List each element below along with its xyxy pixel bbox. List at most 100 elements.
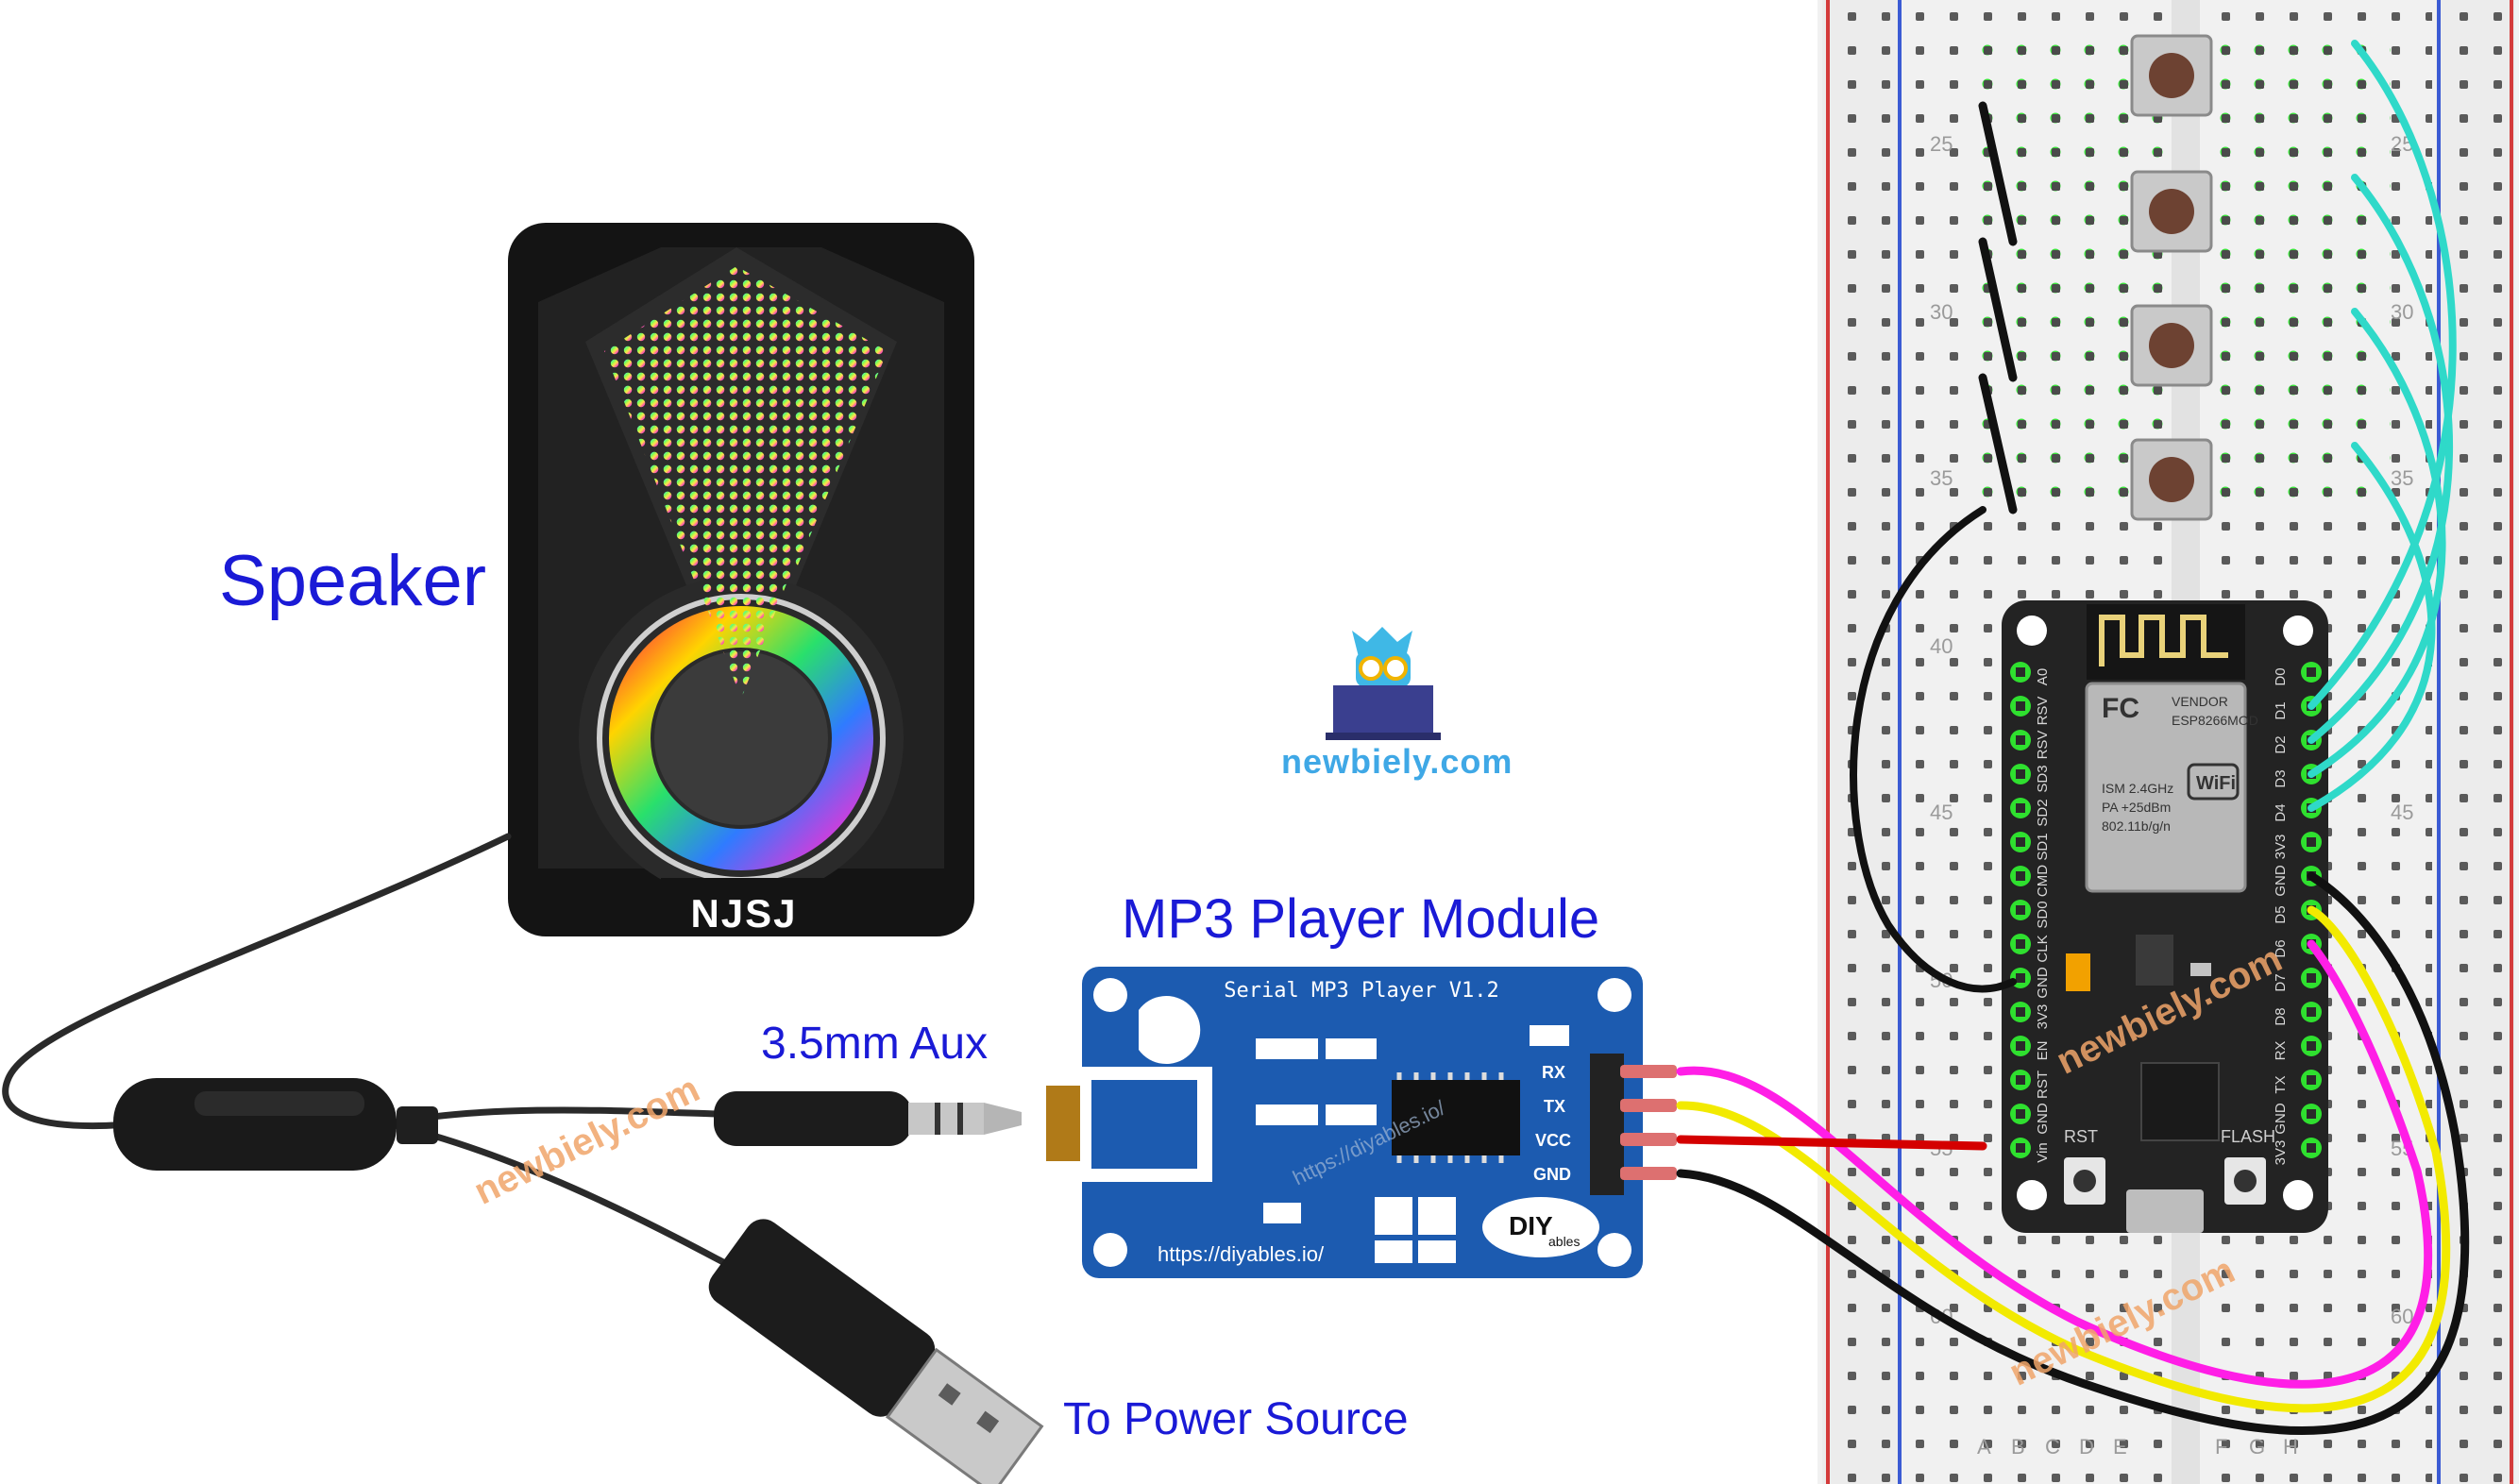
push-button-2[interactable] <box>2130 170 2213 253</box>
nodemcu-pin-label-left-3: SD3 <box>2035 765 2051 792</box>
col-letter-c: C <box>2045 1435 2060 1459</box>
inline-control[interactable] <box>113 1078 438 1171</box>
micro-usb-port[interactable] <box>2126 1189 2204 1233</box>
row-number-30: 30 <box>1930 300 1953 324</box>
nodemcu-pin-hole <box>2016 871 2025 881</box>
flash-button[interactable] <box>2224 1157 2266 1205</box>
site-logo-text: newbiely.com <box>1281 742 1513 781</box>
chip-model: ESP8266MOD <box>2172 713 2258 728</box>
module-wires <box>1676 871 2470 1435</box>
chip-ism: ISM 2.4GHz <box>2102 781 2173 796</box>
nodemcu-pin-label-right-6: GND <box>2273 865 2289 897</box>
module-pin-tx: TX <box>1544 1097 1565 1116</box>
wire-vcc-red <box>1676 1135 1987 1151</box>
rst-label: RST <box>2064 1127 2098 1146</box>
col-letter-f: F <box>2215 1435 2227 1459</box>
nodemcu-pin-hole <box>2016 837 2025 847</box>
nodemcu-pin-hole <box>2307 1075 2316 1085</box>
diyables-logo: DIY ables <box>1482 1197 1599 1257</box>
nodemcu-pin-label-left-11: EN <box>2035 1041 2051 1061</box>
push-button-3[interactable] <box>2130 304 2213 387</box>
col-letter-d: D <box>2079 1435 2094 1459</box>
nodemcu-pin-hole <box>2307 1109 2316 1119</box>
nodemcu-pin-label-left-8: CLK <box>2035 935 2051 962</box>
wire-gnd-black <box>1676 871 2470 1435</box>
col-letter-h: H <box>2283 1435 2298 1459</box>
row-number-30-right: 30 <box>2391 300 2413 324</box>
nodemcu-pin-label-right-1: D1 <box>2273 701 2289 719</box>
module-header: Serial MP3 Player V1.2 <box>1224 979 1498 1003</box>
module-pin-gnd: GND <box>1533 1165 1571 1184</box>
nodemcu-pin-hole <box>2016 701 2025 711</box>
col-letter-e: E <box>2113 1435 2127 1459</box>
nodemcu-pin-hole <box>2016 905 2025 915</box>
module-url: https://diyables.io/ <box>1158 1242 1325 1266</box>
wire-rx-pink <box>1676 939 2432 1389</box>
nodemcu-pin-hole <box>2307 667 2316 677</box>
chip-pa: PA +25dBm <box>2102 800 2171 815</box>
ground-wire-left <box>1850 506 2017 993</box>
chip-std: 802.11b/g/n <box>2102 818 2171 834</box>
module-pin-vcc: VCC <box>1535 1131 1571 1150</box>
nodemcu-pin-label-left-7: SD0 <box>2035 901 2051 928</box>
nodemcu-pin-hole <box>2016 1007 2025 1017</box>
fcc-logo: FC <box>2102 693 2139 724</box>
usb-power-plug[interactable] <box>702 1211 1046 1484</box>
nodemcu-pin-label-right-8: D6 <box>2273 939 2289 957</box>
site-logo <box>1326 627 1441 740</box>
rst-button[interactable] <box>2064 1157 2105 1205</box>
nodemcu-pin-label-left-4: SD2 <box>2035 799 2051 826</box>
nodemcu-pin-label-right-10: D8 <box>2273 1007 2289 1025</box>
nodemcu-pin-hole <box>2016 803 2025 813</box>
nodemcu-pin-hole <box>2016 939 2025 949</box>
nodemcu-pin-label-right-11: RX <box>2273 1041 2289 1061</box>
row-number-35: 35 <box>1930 466 1953 490</box>
nodemcu-pin-hole <box>2016 1041 2025 1051</box>
nodemcu-pin-label-right-13: GND <box>2273 1103 2289 1135</box>
row-number-35-right: 35 <box>2391 466 2413 490</box>
nodemcu-pin-hole <box>2307 1007 2316 1017</box>
nodemcu-pin-hole <box>2016 667 2025 677</box>
mp3-player-module: Serial MP3 Player V1.2 <box>1046 967 1677 1278</box>
nodemcu-pin-hole <box>2307 837 2316 847</box>
col-letter-a: A <box>1977 1435 1991 1459</box>
nodemcu-pin-hole <box>2307 1041 2316 1051</box>
nodemcu-pin-label-right-5: 3V3 <box>2273 835 2289 860</box>
row-number-40: 40 <box>1930 634 1953 658</box>
module-title: MP3 Player Module <box>1122 888 1600 950</box>
nodemcu-pin-hole <box>2016 973 2025 983</box>
flash-label: FLASH <box>2221 1127 2275 1146</box>
aux-plug[interactable] <box>714 1091 1022 1146</box>
nodemcu-pin-label-right-3: D3 <box>2273 769 2289 787</box>
nodemcu-pin-label-right-12: TX <box>2273 1075 2289 1093</box>
nodemcu-pin-hole <box>2016 1143 2025 1153</box>
button-ground-jumpers <box>1978 101 2018 514</box>
push-button-1[interactable] <box>2130 34 2213 117</box>
nodemcu-pin-headers: A0RSVRSVSD3SD2SD1CMDSD0CLKGND3V3ENRSTGND… <box>2010 662 2322 1165</box>
col-letter-g: G <box>2249 1435 2265 1459</box>
nodemcu-pin-label-right-4: D4 <box>2273 803 2289 821</box>
nodemcu-pin-hole <box>2307 973 2316 983</box>
nodemcu-board: FC VENDOR ESP8266MOD ISM 2.4GHz PA +25dB… <box>2002 600 2328 1233</box>
nodemcu-pin-label-left-14: Vin <box>2035 1142 2051 1162</box>
nodemcu-pin-label-right-0: D0 <box>2273 667 2289 685</box>
wire-tx-yellow <box>1676 905 2451 1413</box>
row-number-25: 25 <box>1930 132 1953 156</box>
nodemcu-pin-hole <box>2307 1143 2316 1153</box>
push-buttons <box>2130 34 2213 521</box>
chip-vendor: VENDOR <box>2172 694 2228 709</box>
button-signal-wires <box>2308 40 2457 812</box>
nodemcu-pin-label-right-14: 3V3 <box>2273 1140 2289 1166</box>
nodemcu-pin-label-left-13: GND <box>2035 1103 2051 1135</box>
speaker-brand: NJSJ <box>690 891 797 936</box>
row-number-45: 45 <box>1930 801 1953 824</box>
nodemcu-pin-label-left-5: SD1 <box>2035 833 2051 860</box>
push-button-4[interactable] <box>2130 438 2213 521</box>
row-number-60-right: 60 <box>2391 1305 2413 1328</box>
nodemcu-pin-label-right-9: D7 <box>2273 973 2289 991</box>
nodemcu-pin-label-right-7: D5 <box>2273 905 2289 923</box>
module-pin-rx: RX <box>1542 1063 1565 1082</box>
nodemcu-pin-hole <box>2016 735 2025 745</box>
diyables-logo-sub: ables <box>1548 1234 1580 1249</box>
